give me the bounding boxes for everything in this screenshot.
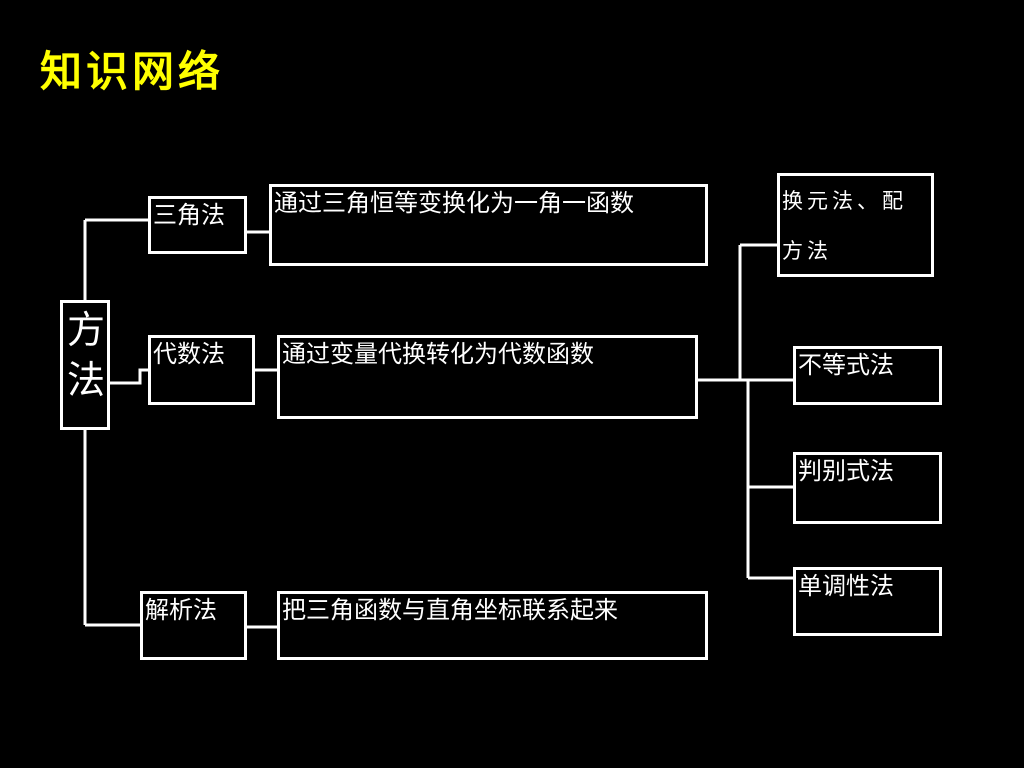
method-node-trig: 三角法 <box>148 196 247 254</box>
page-title: 知识网络 <box>40 47 225 96</box>
technique-monotonicity: 单调性法 <box>793 567 942 636</box>
method-node-algebra: 代数法 <box>148 335 255 405</box>
root-char-2: 法 <box>67 358 106 402</box>
technique-inequality: 不等式法 <box>793 346 942 405</box>
technique-trunk <box>698 245 750 578</box>
method-2-connector <box>110 368 148 385</box>
technique-substitution: 换元法、配方法 <box>777 173 934 277</box>
method-node-analytic: 解析法 <box>140 591 247 660</box>
root-node: 方 法 <box>60 300 110 430</box>
technique-discriminant: 判别式法 <box>793 452 942 524</box>
method-desc-trig: 通过三角恒等变换化为一角一函数 <box>269 184 708 266</box>
root-char-1: 方 <box>67 308 106 352</box>
method-desc-algebra: 通过变量代换转化为代数函数 <box>277 335 698 419</box>
method-desc-analytic: 把三角函数与直角坐标联系起来 <box>277 591 708 660</box>
